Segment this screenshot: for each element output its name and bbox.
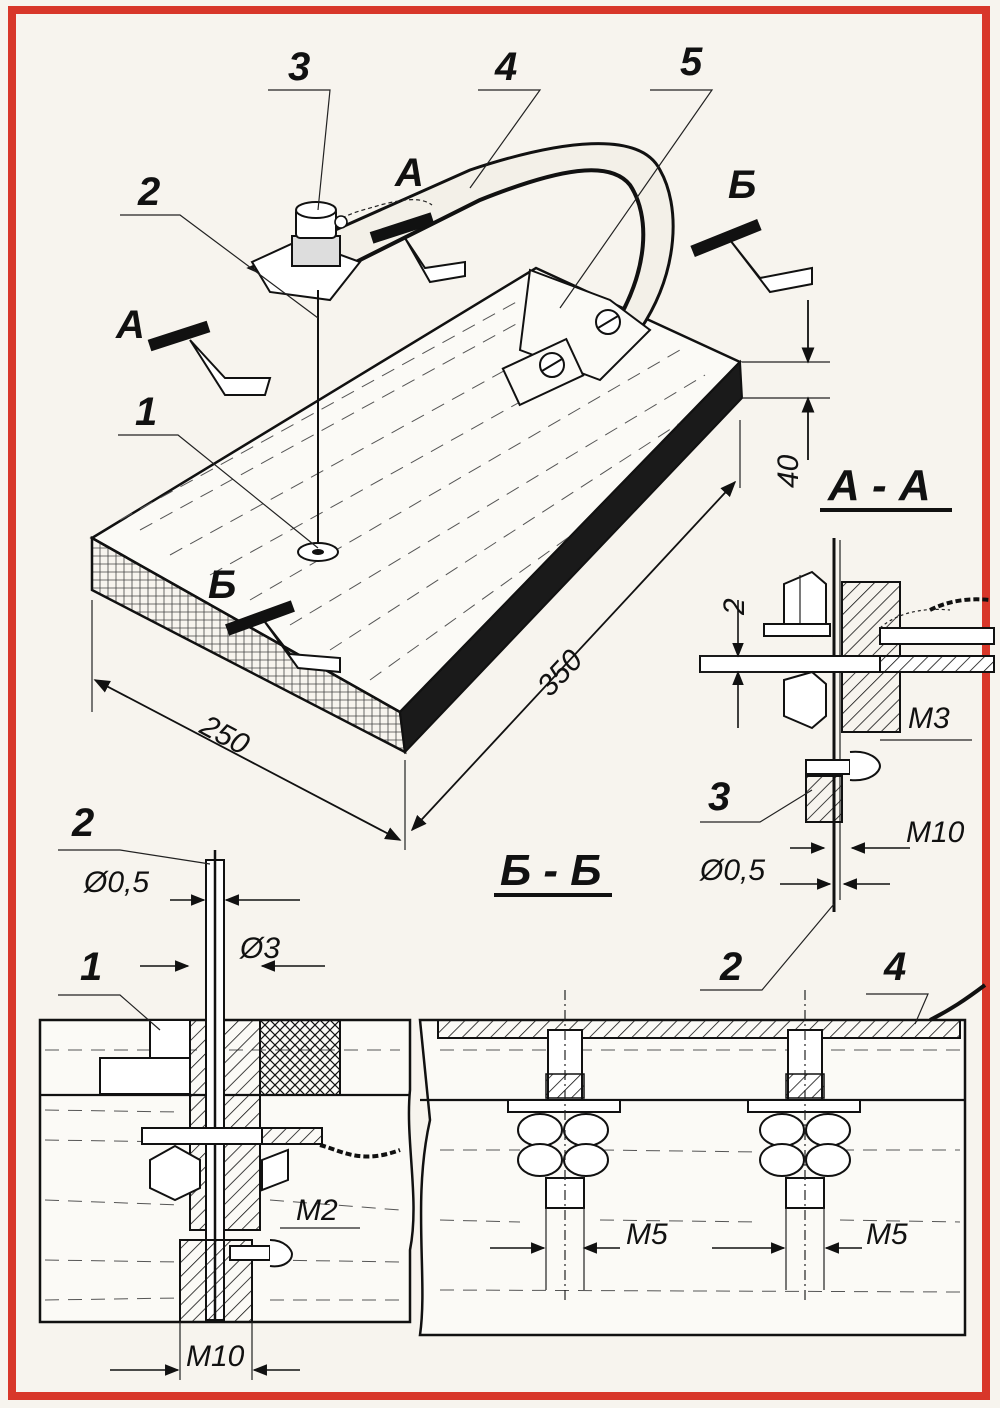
bb-wire-dia: Ø0,5: [83, 866, 149, 899]
svg-text:Б: Б: [728, 163, 756, 207]
aa-wire-dia: Ø0,5: [699, 854, 765, 887]
bb-left-panel: [38, 850, 415, 1324]
bb-callout-2: 2: [71, 801, 94, 845]
section-aa-title: А - А: [827, 461, 931, 510]
callout-1: 1: [135, 390, 157, 434]
section-bb-title: Б - Б: [500, 846, 601, 895]
bb-thread-m5-left: М5: [626, 1218, 668, 1251]
svg-text:А: А: [115, 303, 145, 347]
dimension-40: 40: [742, 300, 830, 488]
aa-gap: 2: [718, 598, 751, 616]
bb-callout-1: 1: [80, 945, 102, 989]
view-mark-a-left: А: [115, 303, 272, 396]
bb-thread-m10: М10: [186, 1340, 245, 1373]
bb-tube-dia: Ø3: [239, 932, 280, 965]
callout-2: 2: [137, 170, 160, 214]
view-mark-b-front: Б: [208, 563, 341, 674]
aa-thread-m3: М3: [908, 702, 950, 735]
callout-3: 3: [288, 45, 310, 89]
view-mark-a-top: А: [369, 151, 466, 284]
svg-text:А: А: [394, 151, 424, 195]
aa-callout-2: 2: [719, 945, 742, 989]
contact-nut: [250, 199, 433, 302]
callout-5: 5: [680, 40, 703, 84]
svg-text:Б: Б: [208, 563, 236, 607]
page-frame: [8, 6, 990, 1400]
svg-text:40: 40: [772, 454, 805, 488]
section-aa: А - А 2 М3 3 М10: [699, 461, 995, 991]
bb-thread-m2: М2: [296, 1194, 338, 1227]
svg-text:350: 350: [531, 643, 589, 702]
callout-4: 4: [494, 45, 517, 89]
section-bb: Б - Б 2 Ø0,5 Ø3: [38, 801, 987, 1380]
aa-thread-m10: М10: [906, 816, 965, 849]
bb-thread-m5-right: М5: [866, 1218, 908, 1251]
bb-callout-4: 4: [883, 945, 906, 989]
view-mark-b-right: Б: [690, 163, 813, 294]
aa-callout-3: 3: [708, 775, 730, 819]
bb-right-panel: [418, 983, 987, 1337]
svg-text:250: 250: [194, 709, 255, 762]
